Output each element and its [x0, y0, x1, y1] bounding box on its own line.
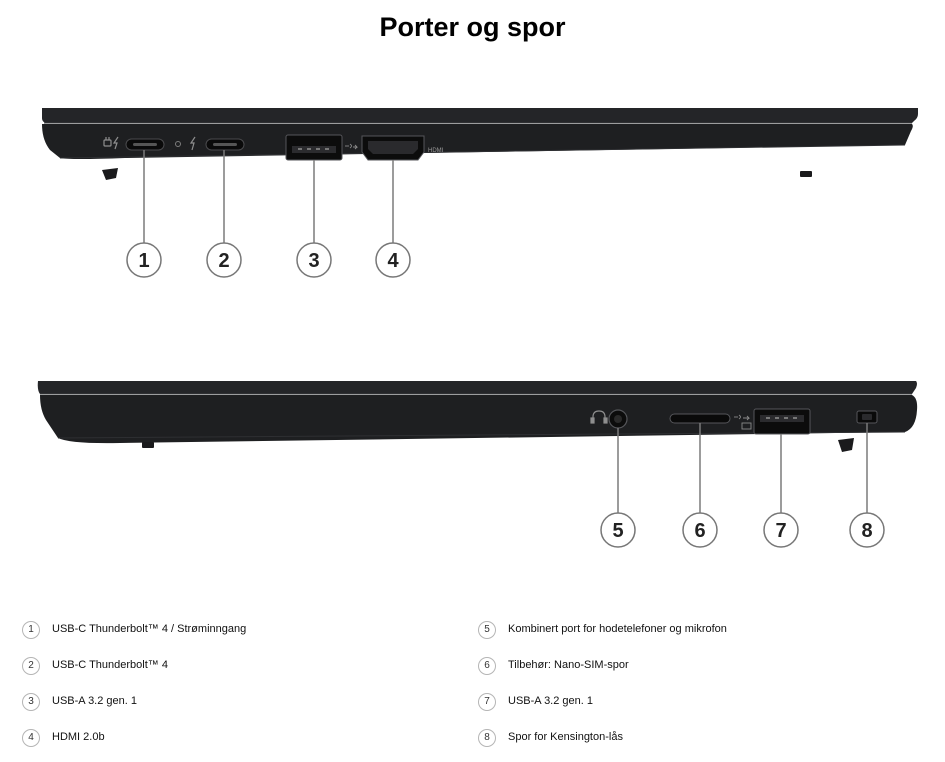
legend-number: 2	[22, 657, 40, 675]
legend-number: 5	[478, 621, 496, 639]
svg-text:4: 4	[387, 250, 399, 272]
laptop-foot	[838, 438, 854, 452]
svg-text:5: 5	[612, 520, 623, 542]
sim-icon	[741, 422, 752, 430]
page-title: Porter og spor	[379, 12, 566, 42]
laptop-right-side	[37, 381, 918, 452]
legend-item-1: 1 USB-C Thunderbolt™ 4 / Strøminngang	[22, 618, 442, 654]
legend-label: Spor for Kensington-lås	[508, 731, 623, 743]
nano-sim-slot-6	[669, 413, 731, 424]
legend-item-2: 2 USB-C Thunderbolt™ 4	[22, 654, 442, 690]
callout-3: 3	[296, 242, 332, 278]
legend-item-4: 4 HDMI 2.0b	[22, 726, 442, 762]
callout-8: 8	[849, 512, 885, 548]
svg-text:7: 7	[775, 520, 786, 542]
status-led	[175, 141, 181, 147]
legend-column-right: 5 Kombinert port for hodetelefoner og mi…	[478, 618, 898, 762]
power-bolt-icon	[103, 136, 119, 150]
laptop-foot	[142, 442, 154, 448]
svg-text:8: 8	[861, 520, 872, 542]
legend-item-5: 5 Kombinert port for hodetelefoner og mi…	[478, 618, 898, 654]
legend-item-7: 7 USB-A 3.2 gen. 1	[478, 690, 898, 726]
legend-column-left: 1 USB-C Thunderbolt™ 4 / Strøminngang 2 …	[22, 618, 442, 762]
usb-superspeed-icon	[734, 414, 751, 421]
callout-7: 7	[763, 512, 799, 548]
callout-4: 4	[375, 242, 411, 278]
legend-label: Kombinert port for hodetelefoner og mikr…	[508, 623, 727, 635]
headset-icon	[590, 410, 608, 424]
legend-label: USB-A 3.2 gen. 1	[508, 695, 593, 707]
ports-diagram: HDMI 1 2 3 4	[37, 108, 918, 548]
legend-number: 7	[478, 693, 496, 711]
legend-number: 6	[478, 657, 496, 675]
legend-number: 3	[22, 693, 40, 711]
usb-superspeed-icon	[345, 143, 359, 150]
callout-5: 5	[600, 512, 636, 548]
laptop-lid	[42, 108, 918, 123]
svg-text:1: 1	[138, 250, 149, 272]
ports-legend: 1 USB-C Thunderbolt™ 4 / Strøminngang 2 …	[22, 618, 922, 758]
legend-label: USB-C Thunderbolt™ 4	[52, 659, 168, 671]
laptop-foot	[102, 168, 118, 180]
hdmi-label: HDMI	[428, 148, 444, 154]
legend-item-3: 3 USB-A 3.2 gen. 1	[22, 690, 442, 726]
callout-lines-right	[617, 423, 868, 513]
legend-number: 4	[22, 729, 40, 747]
svg-text:6: 6	[694, 520, 705, 542]
laptop-base	[40, 395, 918, 444]
legend-item-8: 8 Spor for Kensington-lås	[478, 726, 898, 762]
legend-item-6: 6 Tilbehør: Nano-SIM-spor	[478, 654, 898, 690]
laptop-base	[42, 124, 913, 159]
callout-1: 1	[126, 242, 162, 278]
thunderbolt-icon	[189, 136, 196, 151]
legend-label: USB-A 3.2 gen. 1	[52, 695, 137, 707]
callout-6: 6	[682, 512, 718, 548]
legend-label: USB-C Thunderbolt™ 4 / Strøminngang	[52, 623, 247, 635]
legend-number: 1	[22, 621, 40, 639]
svg-text:3: 3	[308, 250, 319, 272]
legend-label: Tilbehør: Nano-SIM-spor	[508, 659, 629, 671]
laptop-foot	[800, 171, 812, 177]
callout-2: 2	[206, 242, 242, 278]
callout-lines-left	[143, 150, 394, 243]
svg-text:2: 2	[218, 250, 229, 272]
legend-number: 8	[478, 729, 496, 747]
laptop-left-side: HDMI	[42, 108, 918, 180]
legend-label: HDMI 2.0b	[52, 731, 105, 743]
laptop-lid	[37, 381, 917, 394]
